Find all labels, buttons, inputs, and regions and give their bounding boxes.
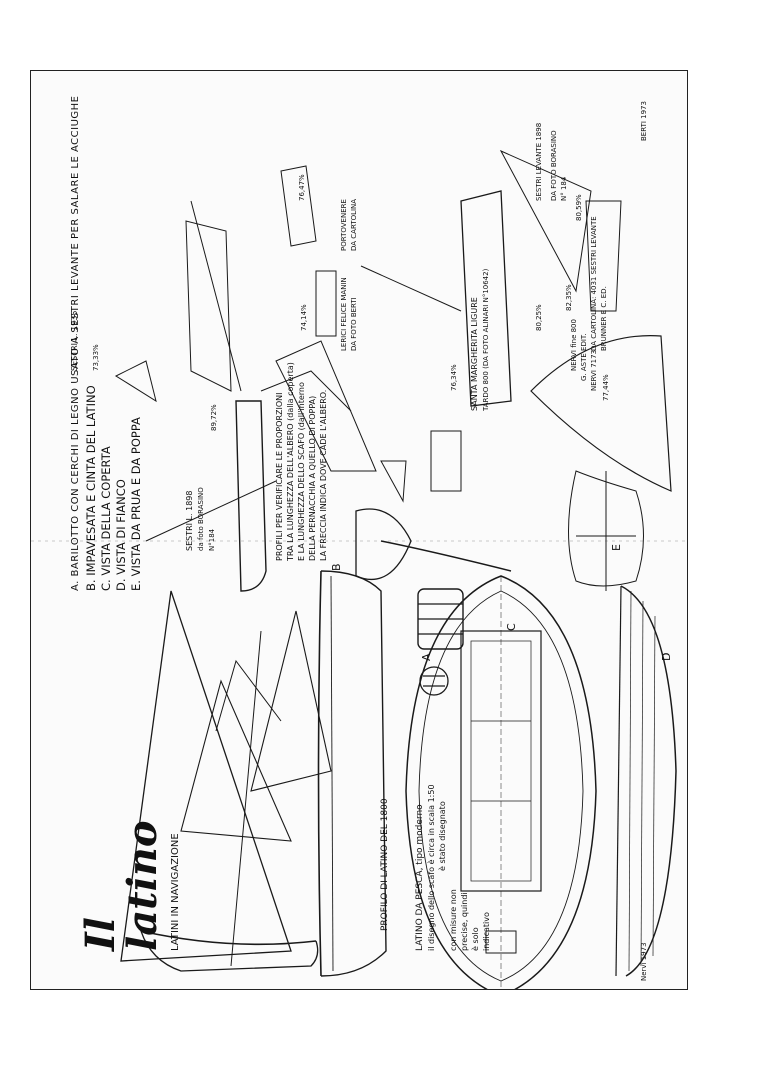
pesca-note-3: è stato disegnato bbox=[438, 801, 447, 871]
profile-1800-caption: PROFILO DI LATINO DEL 1800 bbox=[380, 798, 390, 931]
upper-profiles-drawing bbox=[114, 149, 672, 592]
caption-nervi: NERVI fine 800 bbox=[570, 319, 578, 371]
pesca-note-5: precise, quindi bbox=[460, 892, 469, 951]
pesca-note-6: è solo bbox=[471, 927, 480, 951]
proportion-note-4: DELLA PERNACCHIA A QUELLO DI POPPA) bbox=[308, 395, 317, 561]
caption-nervi-7173: NERVI 7173 bbox=[590, 349, 598, 391]
caption-foto-borasino: da foto BORASINO bbox=[197, 487, 205, 551]
label-b: B bbox=[330, 563, 343, 571]
legend-item-e: E. VISTA DA PRUA E DA POPPA bbox=[129, 417, 143, 591]
label-a: A bbox=[420, 653, 433, 661]
caption-foto-borasino-2: DA FOTO BORASINO bbox=[550, 130, 558, 201]
caption-lerici: LERICI FELICE MANIN bbox=[340, 277, 348, 351]
legend-item-c: C. VISTA DELLA COPERTA bbox=[99, 446, 113, 591]
caption-brunner: BRUNNER E C. ED. bbox=[600, 286, 608, 351]
pesca-note-4: con misure non bbox=[449, 889, 458, 951]
rotated-text-layer: Il latino LATINI IN NAVIGAZIONE A. BARIL… bbox=[31, 71, 687, 989]
pesca-note-1: LATINO DA PESCA, tipo moderno bbox=[415, 804, 425, 951]
caption-sestri-1898: SESTRI L. 1898 bbox=[185, 490, 194, 551]
caption-cartolina-4031: DA CARTOLINA: 4031 SESTRI LEVANTE bbox=[590, 216, 598, 351]
caption-n184b: N° 184 bbox=[560, 176, 568, 201]
boat-drawings bbox=[31, 149, 687, 989]
caption-da-cartolina: DA CARTOLINA bbox=[350, 198, 358, 251]
caption-pct-8025: 80,25% bbox=[535, 304, 543, 331]
pesca-note-7: indicativo bbox=[482, 912, 491, 951]
title-line1: Il bbox=[77, 917, 124, 951]
deck-view-drawing bbox=[405, 575, 597, 989]
caption-pct-8972: 89,72% bbox=[210, 404, 218, 431]
barrel-drawing bbox=[417, 588, 464, 696]
pesca-note-2: il disegno dello scafo è circa in scala … bbox=[427, 784, 436, 951]
caption-pct-7333: 73,33% bbox=[92, 344, 100, 371]
caption-foto-berti: DA FOTO BERTI bbox=[350, 297, 358, 351]
caption-pct-8235: 82,35% bbox=[565, 284, 573, 311]
proportion-note-1: PROFILI PER VERIFICARE LE PROPORZIONI bbox=[275, 392, 284, 562]
legend-item-b: B. IMPAVESATA E CINTA DEL LATINO bbox=[84, 385, 98, 591]
caption-tardo-800: TARDO 800 (DA FOTO ALINARI N°10642) bbox=[482, 268, 490, 411]
caption-pct-7414: 74,14% bbox=[300, 304, 308, 331]
caption-sestri-levante-1898: SESTRI LEVANTE 1898 bbox=[535, 122, 543, 201]
caption-pct-7647: 76,47% bbox=[298, 174, 306, 201]
proportion-note-2: TRA LA LUNGHEZZA DELL'ALBERO (dalla cope… bbox=[286, 362, 295, 561]
proportion-note-3: E LA LUNGHEZZA DELLO SCAFO (dall'interno bbox=[297, 382, 306, 561]
signature-bottom: Nervi 1973 bbox=[640, 942, 648, 981]
label-d: D bbox=[660, 652, 673, 661]
caption-g-aste: G. ASTE EDIT. bbox=[580, 333, 588, 381]
legend-item-d: D. VISTA DI FIANCO bbox=[114, 479, 128, 591]
profile-1800-drawing bbox=[317, 570, 387, 977]
caption-portovenere: PORTOVENERE bbox=[340, 199, 348, 251]
label-e: E bbox=[610, 544, 623, 551]
latino-sailing-drawing bbox=[120, 590, 332, 972]
signature-top: BERTI 1973 bbox=[640, 101, 648, 141]
subtitle: LATINI IN NAVIGAZIONE bbox=[170, 833, 181, 951]
title-line2: latino bbox=[119, 820, 166, 951]
label-c: C bbox=[505, 623, 518, 631]
caption-sestri-1935: SESTRI L. 1935 bbox=[70, 310, 79, 371]
caption-pct-7634: 76,34% bbox=[450, 364, 458, 391]
caption-n184: N°184 bbox=[208, 528, 216, 551]
caption-pct-7744: 77,44% bbox=[602, 374, 610, 401]
proportion-note-5: LA FRECCIA INDICA DOVE CADE L'ALBERO. bbox=[319, 389, 328, 561]
side-view-drawing bbox=[615, 585, 677, 977]
plan-sheet: Il latino LATINI IN NAVIGAZIONE A. BARIL… bbox=[30, 70, 688, 990]
caption-santa-margherita: SANTA MARGHERITA LIGURE bbox=[470, 297, 479, 411]
caption-pct-8059: 80,59% bbox=[575, 194, 583, 221]
